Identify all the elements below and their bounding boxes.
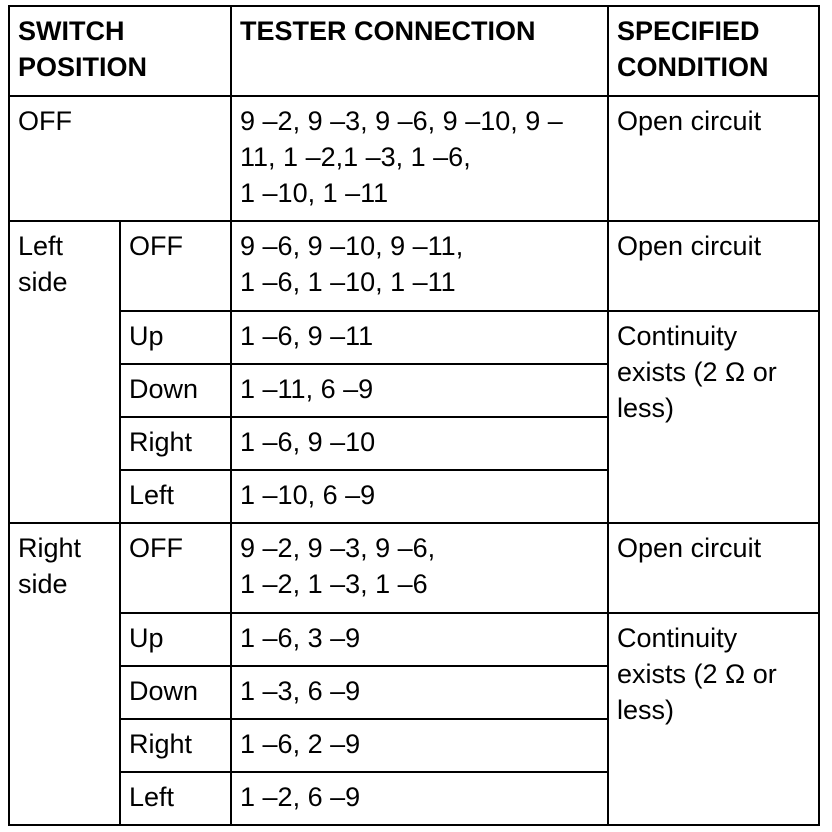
cell-position: Left: [118, 469, 233, 524]
cell-position: Left: [118, 771, 233, 826]
cell-connection: 1 –6, 9 –11: [230, 310, 610, 365]
table-row-right-right: Right 1 –6, 2 –9: [9, 718, 819, 773]
header-specified-condition: SPECIFIED CONDITION: [607, 5, 821, 97]
table-row-right-up: Up 1 –6, 3 –9 Continuity exists (2 Ω or …: [9, 612, 821, 826]
cell-connection: 1 –2, 6 –9: [230, 771, 610, 826]
cell-position: Down: [118, 363, 233, 418]
header-switch-position: SWITCH POSITION: [7, 5, 233, 97]
table-row-right-off: Right side OFF 9 –2, 9 –3, 9 –6, 1 –2, 1…: [8, 522, 821, 826]
cell-position: Up: [118, 612, 233, 667]
cell-connection: 1 –11, 6 –9: [230, 363, 610, 418]
cell-condition-off: Open circuit: [607, 95, 821, 222]
cell-position-off: OFF: [7, 95, 233, 222]
cell-position: Up: [118, 310, 233, 365]
cell-right-side-label: Right side: [8, 522, 121, 826]
cell-condition-right-continuity: Continuity exists (2 Ω or less): [607, 612, 821, 826]
cell-position: OFF: [118, 522, 233, 614]
cell-position: OFF: [118, 220, 233, 312]
cell-condition: Open circuit: [607, 220, 821, 312]
cell-connection: 9 –6, 9 –10, 9 –11, 1 –6, 1 –10, 1 –11: [230, 220, 610, 312]
cell-connection-off: 9 –2, 9 –3, 9 –6, 9 –10, 9 – 11, 1 –2,1 …: [230, 95, 610, 222]
cell-connection: 1 –3, 6 –9: [230, 665, 610, 720]
switch-inspection-table: SWITCH POSITION TESTER CONNECTION SPECIF…: [7, 5, 821, 826]
table-row-left-off: Left side OFF 9 –6, 9 –10, 9 –11, 1 –6, …: [8, 220, 821, 524]
cell-connection: 9 –2, 9 –3, 9 –6, 1 –2, 1 –3, 1 –6: [230, 522, 610, 614]
cell-position: Down: [118, 665, 233, 720]
table-row-left-down: Down 1 –11, 6 –9: [9, 363, 819, 418]
cell-condition: Open circuit: [607, 522, 821, 614]
table-row-left-right: Right 1 –6, 9 –10: [9, 416, 819, 471]
cell-position: Right: [118, 416, 233, 471]
cell-condition-left-continuity: Continuity exists (2 Ω or less): [607, 310, 821, 524]
header-tester-connection: TESTER CONNECTION: [230, 5, 610, 97]
table-row-off: OFF 9 –2, 9 –3, 9 –6, 9 –10, 9 – 11, 1 –…: [7, 95, 821, 222]
cell-left-side-label: Left side: [8, 220, 121, 524]
cell-position: Right: [118, 718, 233, 773]
table-row-left-up: Up 1 –6, 9 –11 Continuity exists (2 Ω or…: [9, 310, 821, 524]
cell-connection: 1 –6, 2 –9: [230, 718, 610, 773]
cell-connection: 1 –10, 6 –9: [230, 469, 610, 524]
cell-connection: 1 –6, 9 –10: [230, 416, 610, 471]
table-row-right-left: Left 1 –2, 6 –9: [9, 771, 819, 826]
table-row-right-down: Down 1 –3, 6 –9: [9, 665, 819, 720]
cell-connection: 1 –6, 3 –9: [230, 612, 610, 667]
table-row-left-left: Left 1 –10, 6 –9: [9, 469, 819, 524]
header-row: SWITCH POSITION TESTER CONNECTION SPECIF…: [7, 5, 821, 97]
